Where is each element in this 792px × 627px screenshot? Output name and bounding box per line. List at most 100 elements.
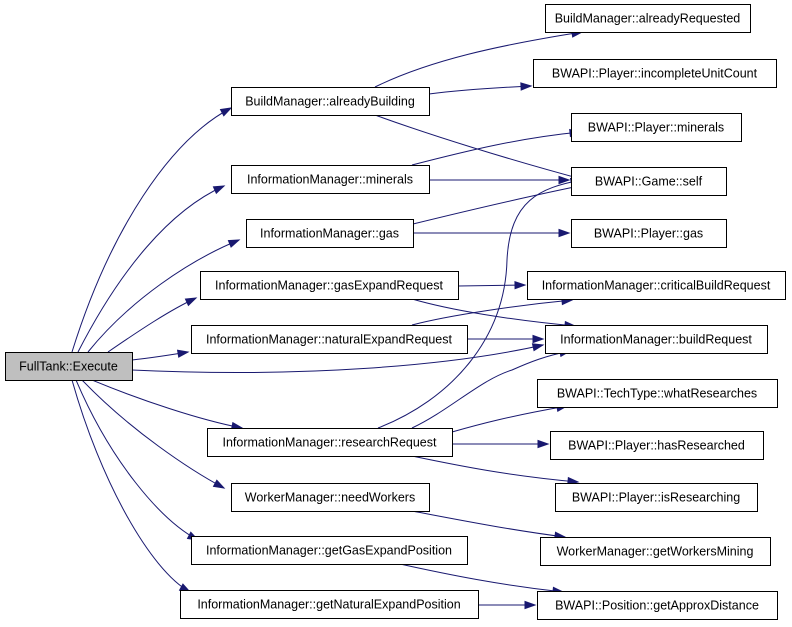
node-label: InformationManager::naturalExpandRequest <box>206 333 453 347</box>
node-label: BWAPI::Player::minerals <box>588 121 724 135</box>
node-label: BWAPI::Player::isResearching <box>572 491 740 505</box>
node-label: InformationManager::getGasExpandPosition <box>206 544 452 558</box>
node-player-gas[interactable]: BWAPI::Player::gas <box>571 219 727 248</box>
node-techtype-what[interactable]: BWAPI::TechType::whatResearches <box>537 379 778 408</box>
edge-im-minerals-to-player-minerals <box>411 128 582 166</box>
edge-execute-to-im-research <box>91 379 244 431</box>
edge-execute-to-im-build-request <box>131 343 545 373</box>
node-player-has-researched[interactable]: BWAPI::Player::hasResearched <box>550 431 764 460</box>
edge-execute-to-im-nat-pos <box>71 379 192 593</box>
arrowhead-icon <box>531 343 545 352</box>
node-label: InformationManager::getNaturalExpandPosi… <box>197 598 460 612</box>
node-player-minerals[interactable]: BWAPI::Player::minerals <box>571 113 742 142</box>
node-execute[interactable]: FullTank::Execute <box>5 352 133 381</box>
node-label: BWAPI::Player::gas <box>594 227 703 241</box>
edge-line <box>107 297 197 353</box>
arrowhead-icon <box>219 107 233 117</box>
node-label: WorkerManager::needWorkers <box>245 491 415 505</box>
node-box <box>533 59 777 88</box>
node-label: WorkerManager::getWorkersMining <box>557 545 754 559</box>
edge-line <box>71 107 232 353</box>
edge-line <box>71 379 191 593</box>
edge-execute-to-im-minerals <box>77 185 226 353</box>
edge-line <box>411 350 571 429</box>
node-box <box>191 325 468 354</box>
edge-execute-to-bm-already-building <box>71 107 233 353</box>
node-wm-mining[interactable]: WorkerManager::getWorkersMining <box>540 537 771 566</box>
node-label: BuildManager::alreadyRequested <box>555 12 741 26</box>
edge-im-nat-pos-to-pos-approx <box>478 600 537 610</box>
node-im-critical[interactable]: InformationManager::criticalBuildRequest <box>527 271 786 300</box>
edge-bm-already-building-to-player-incomplete <box>428 82 533 95</box>
edge-line <box>377 179 582 429</box>
node-box <box>571 219 727 248</box>
node-label: BWAPI::TechType::whatResearches <box>557 387 757 401</box>
node-box <box>191 536 468 565</box>
node-im-research[interactable]: InformationManager::researchRequest <box>207 428 453 457</box>
node-game-self[interactable]: BWAPI::Game::self <box>571 167 727 196</box>
edge-line <box>457 284 526 287</box>
node-box <box>571 113 742 142</box>
edge-line <box>411 455 579 483</box>
node-im-gas[interactable]: InformationManager::gas <box>246 219 414 248</box>
edge-line <box>374 114 586 181</box>
node-label: BWAPI::Game::self <box>595 175 703 189</box>
nodes-layer: FullTank::Execute BuildManager::alreadyBu… <box>5 4 786 620</box>
edge-im-gas-to-game-self <box>412 182 586 225</box>
node-box <box>545 4 751 33</box>
node-box <box>246 219 414 248</box>
node-box <box>555 483 758 512</box>
node-label: InformationManager::minerals <box>247 173 413 187</box>
node-box <box>200 271 459 300</box>
node-box <box>207 428 453 457</box>
node-pos-approx[interactable]: BWAPI::Position::getApproxDistance <box>537 591 778 620</box>
edge-wm-need-to-wm-mining <box>411 510 567 540</box>
node-im-nat-pos[interactable]: InformationManager::getNaturalExpandPosi… <box>180 590 479 619</box>
node-im-gas-pos[interactable]: InformationManager::getGasExpandPosition <box>191 536 468 565</box>
edge-line <box>81 379 225 489</box>
node-bm-already-requested[interactable]: BuildManager::alreadyRequested <box>545 4 751 33</box>
edge-line <box>411 510 566 538</box>
edge-line <box>411 298 576 327</box>
node-im-natural-expand[interactable]: InformationManager::naturalExpandRequest <box>191 325 468 354</box>
node-wm-need[interactable]: WorkerManager::needWorkers <box>231 483 430 512</box>
edge-execute-to-im-gas <box>87 239 241 353</box>
node-label: InformationManager::gas <box>260 227 399 241</box>
edge-im-natural-expand-to-im-build-request <box>467 334 545 344</box>
edge-execute-to-im-gas-expand <box>107 297 198 353</box>
edge-line <box>451 405 568 433</box>
node-label: InformationManager::researchRequest <box>222 436 437 450</box>
node-label: BWAPI::Player::hasResearched <box>568 439 745 453</box>
arrowhead-icon <box>537 439 550 449</box>
node-player-is-researching[interactable]: BWAPI::Player::isResearching <box>555 483 758 512</box>
node-im-gas-expand[interactable]: InformationManager::gasExpandRequest <box>200 271 459 300</box>
edge-line <box>75 379 199 541</box>
arrowhead-icon <box>558 228 571 238</box>
node-box <box>231 165 430 194</box>
node-label: InformationManager::criticalBuildRequest <box>542 279 771 293</box>
node-im-minerals[interactable]: InformationManager::minerals <box>231 165 430 194</box>
node-box <box>180 590 479 619</box>
arrowhead-icon <box>176 349 190 358</box>
edge-execute-to-wm-need <box>81 379 226 489</box>
edge-im-research-to-player-has-researched <box>452 439 550 449</box>
edge-line <box>91 379 243 429</box>
node-bm-already-building[interactable]: BuildManager::alreadyBuilding <box>231 87 430 116</box>
arrowhead-icon <box>184 297 198 307</box>
edge-line <box>87 239 240 353</box>
node-label: FullTank::Execute <box>19 360 118 374</box>
edge-line <box>411 299 573 326</box>
arrowhead-icon <box>514 280 527 290</box>
node-player-incomplete[interactable]: BWAPI::Player::incompleteUnitCount <box>533 59 777 88</box>
edge-line <box>131 344 544 373</box>
node-box <box>550 431 764 460</box>
edge-im-gas-expand-to-im-build-request <box>411 298 577 330</box>
edge-im-natural-expand-to-im-critical <box>411 296 574 326</box>
edges-layer <box>71 29 587 610</box>
node-label: BWAPI::Position::getApproxDistance <box>555 599 759 613</box>
node-im-build-request[interactable]: InformationManager::buildRequest <box>545 325 768 354</box>
arrowhead-icon <box>524 600 537 610</box>
edge-im-gas-pos-to-pos-approx <box>399 563 565 596</box>
edge-im-minerals-to-game-self <box>429 175 571 185</box>
edge-line <box>77 185 225 353</box>
